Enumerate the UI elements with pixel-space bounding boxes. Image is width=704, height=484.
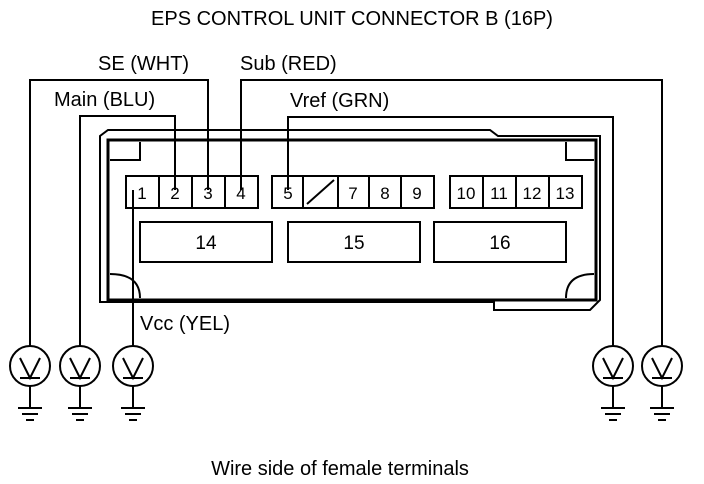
wire-sub [240,79,663,346]
wire-label-main: Main (BLU) [54,89,155,111]
voltmeter-1 [9,345,51,421]
pin-13-label: 13 [556,184,575,203]
wire-label-se: SE (WHT) [98,53,189,75]
diagram-caption: Wire side of female terminals [211,458,469,480]
connector-body [99,129,601,311]
pin-2-label: 2 [170,184,179,203]
wire-main [79,115,176,346]
wire-vref [287,116,614,346]
pin-group-10-13: 10 11 12 13 [449,175,583,209]
pin-6-blank-slash [306,179,335,205]
voltmeter-2 [59,345,101,421]
block-14-label: 14 [195,233,217,254]
block-16: 16 [433,221,567,263]
wire-label-sub: Sub (RED) [240,53,337,75]
pin-7-label: 7 [348,184,357,203]
pin-9-label: 9 [412,184,421,203]
pin-5-label: 5 [283,184,292,203]
voltmeter-5 [641,345,683,421]
pin-12-label: 12 [523,184,542,203]
diagram-title: EPS CONTROL UNIT CONNECTOR B (16P) [151,8,553,30]
wire-se [29,79,209,346]
wire-label-vcc: Vcc (YEL) [140,313,230,335]
pin-4-label: 4 [236,184,245,203]
pin-3-label: 3 [203,184,212,203]
pin-8-label: 8 [380,184,389,203]
pin-group-1-4: 1 2 3 4 [125,175,259,209]
pin-10-label: 10 [457,184,476,203]
block-15: 15 [287,221,421,263]
block-14: 14 [139,221,273,263]
pin-1-label: 1 [137,184,146,203]
pin-group-5-9: 5 7 8 9 [271,175,435,209]
block-15-label: 15 [343,233,364,254]
block-16-label: 16 [489,233,510,254]
voltmeter-4 [592,345,634,421]
voltmeter-3 [112,345,154,421]
wires [29,79,663,346]
pin-11-label: 11 [490,184,508,203]
wire-label-vref: Vref (GRN) [290,90,389,112]
